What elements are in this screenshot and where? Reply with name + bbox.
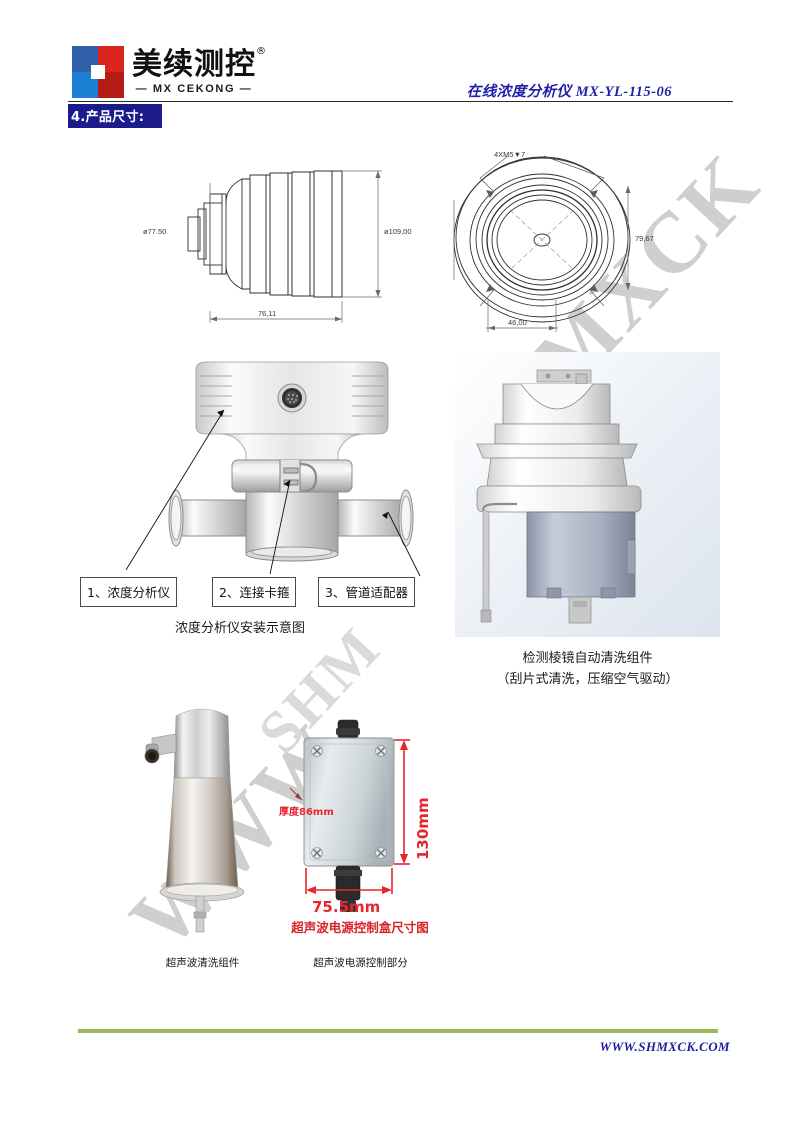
concentration-analyzer-photo (120, 352, 465, 587)
prism-cleaner-render (455, 352, 720, 637)
page-header: 美续测控 ® — MX CEKONG — 在线浓度分析仪 MX-YL-115-0… (0, 0, 800, 102)
mx-cekong-logo-icon (72, 46, 124, 98)
section-heading: 4.产品尺寸: (68, 104, 163, 128)
ultrasonic-control-box-photo (289, 718, 420, 918)
assembly-caption: 浓度分析仪安装示意图 (174, 621, 305, 636)
dim-bolt-spacing: 46,00 (508, 318, 527, 327)
dim-left-diameter: ø77.50 (143, 227, 167, 236)
prism-cleaner-caption-2: （刮片式清洗，压缩空气驱动） (496, 672, 679, 687)
logo-chinese-text: 美续测控 (132, 46, 256, 82)
control-box-dimension-title: 超声波电源控制盒尺寸图 (291, 920, 429, 935)
dim-bottom-length: 76,11 (258, 309, 277, 318)
footer-website-url: WWW.SHMXCK.COM (599, 1039, 730, 1054)
header-product-title: 在线浓度分析仪 MX-YL-115-06 (466, 84, 672, 100)
ultrasonic-cleaner-caption: 超声波清洗组件 (165, 957, 240, 969)
front-view-dimension-drawing: 4XM5▼7 79,67 46,00 (432, 140, 692, 350)
header-divider (68, 101, 733, 102)
logo-wordmark: 美续测控 ® — MX CEKONG — (132, 46, 266, 95)
footer-divider (78, 1029, 718, 1033)
dim-control-box-thickness: 厚度86mm (279, 807, 334, 818)
registered-trademark-icon: ® (256, 45, 267, 57)
control-box-caption: 超声波电源控制部分 (313, 957, 408, 969)
logo-chinese-name: 美续测控 ® (132, 46, 266, 82)
dim-tapped-holes: 4XM5▼7 (494, 150, 526, 159)
prism-cleaner-caption-1: 检测棱镜自动清洗组件 (522, 651, 653, 666)
ultrasonic-cleaner-photo (130, 700, 275, 935)
dim-outer-height: 79,67 (635, 234, 654, 243)
callout-pipe-adapter: 3、管道适配器 (318, 577, 415, 607)
callout-analyzer: 1、浓度分析仪 (80, 577, 177, 607)
dim-control-box-height: 130mm (414, 797, 432, 860)
callout-clamp: 2、连接卡箍 (212, 577, 297, 607)
logo-english-name: — MX CEKONG — (135, 82, 253, 95)
side-view-dimension-drawing: ø77.50 ø109,00 76,11 (143, 145, 430, 350)
dim-control-box-width: 75.5mm (312, 898, 381, 916)
company-logo: 美续测控 ® — MX CEKONG — (72, 46, 266, 98)
dim-right-diameter: ø109,00 (384, 227, 412, 236)
